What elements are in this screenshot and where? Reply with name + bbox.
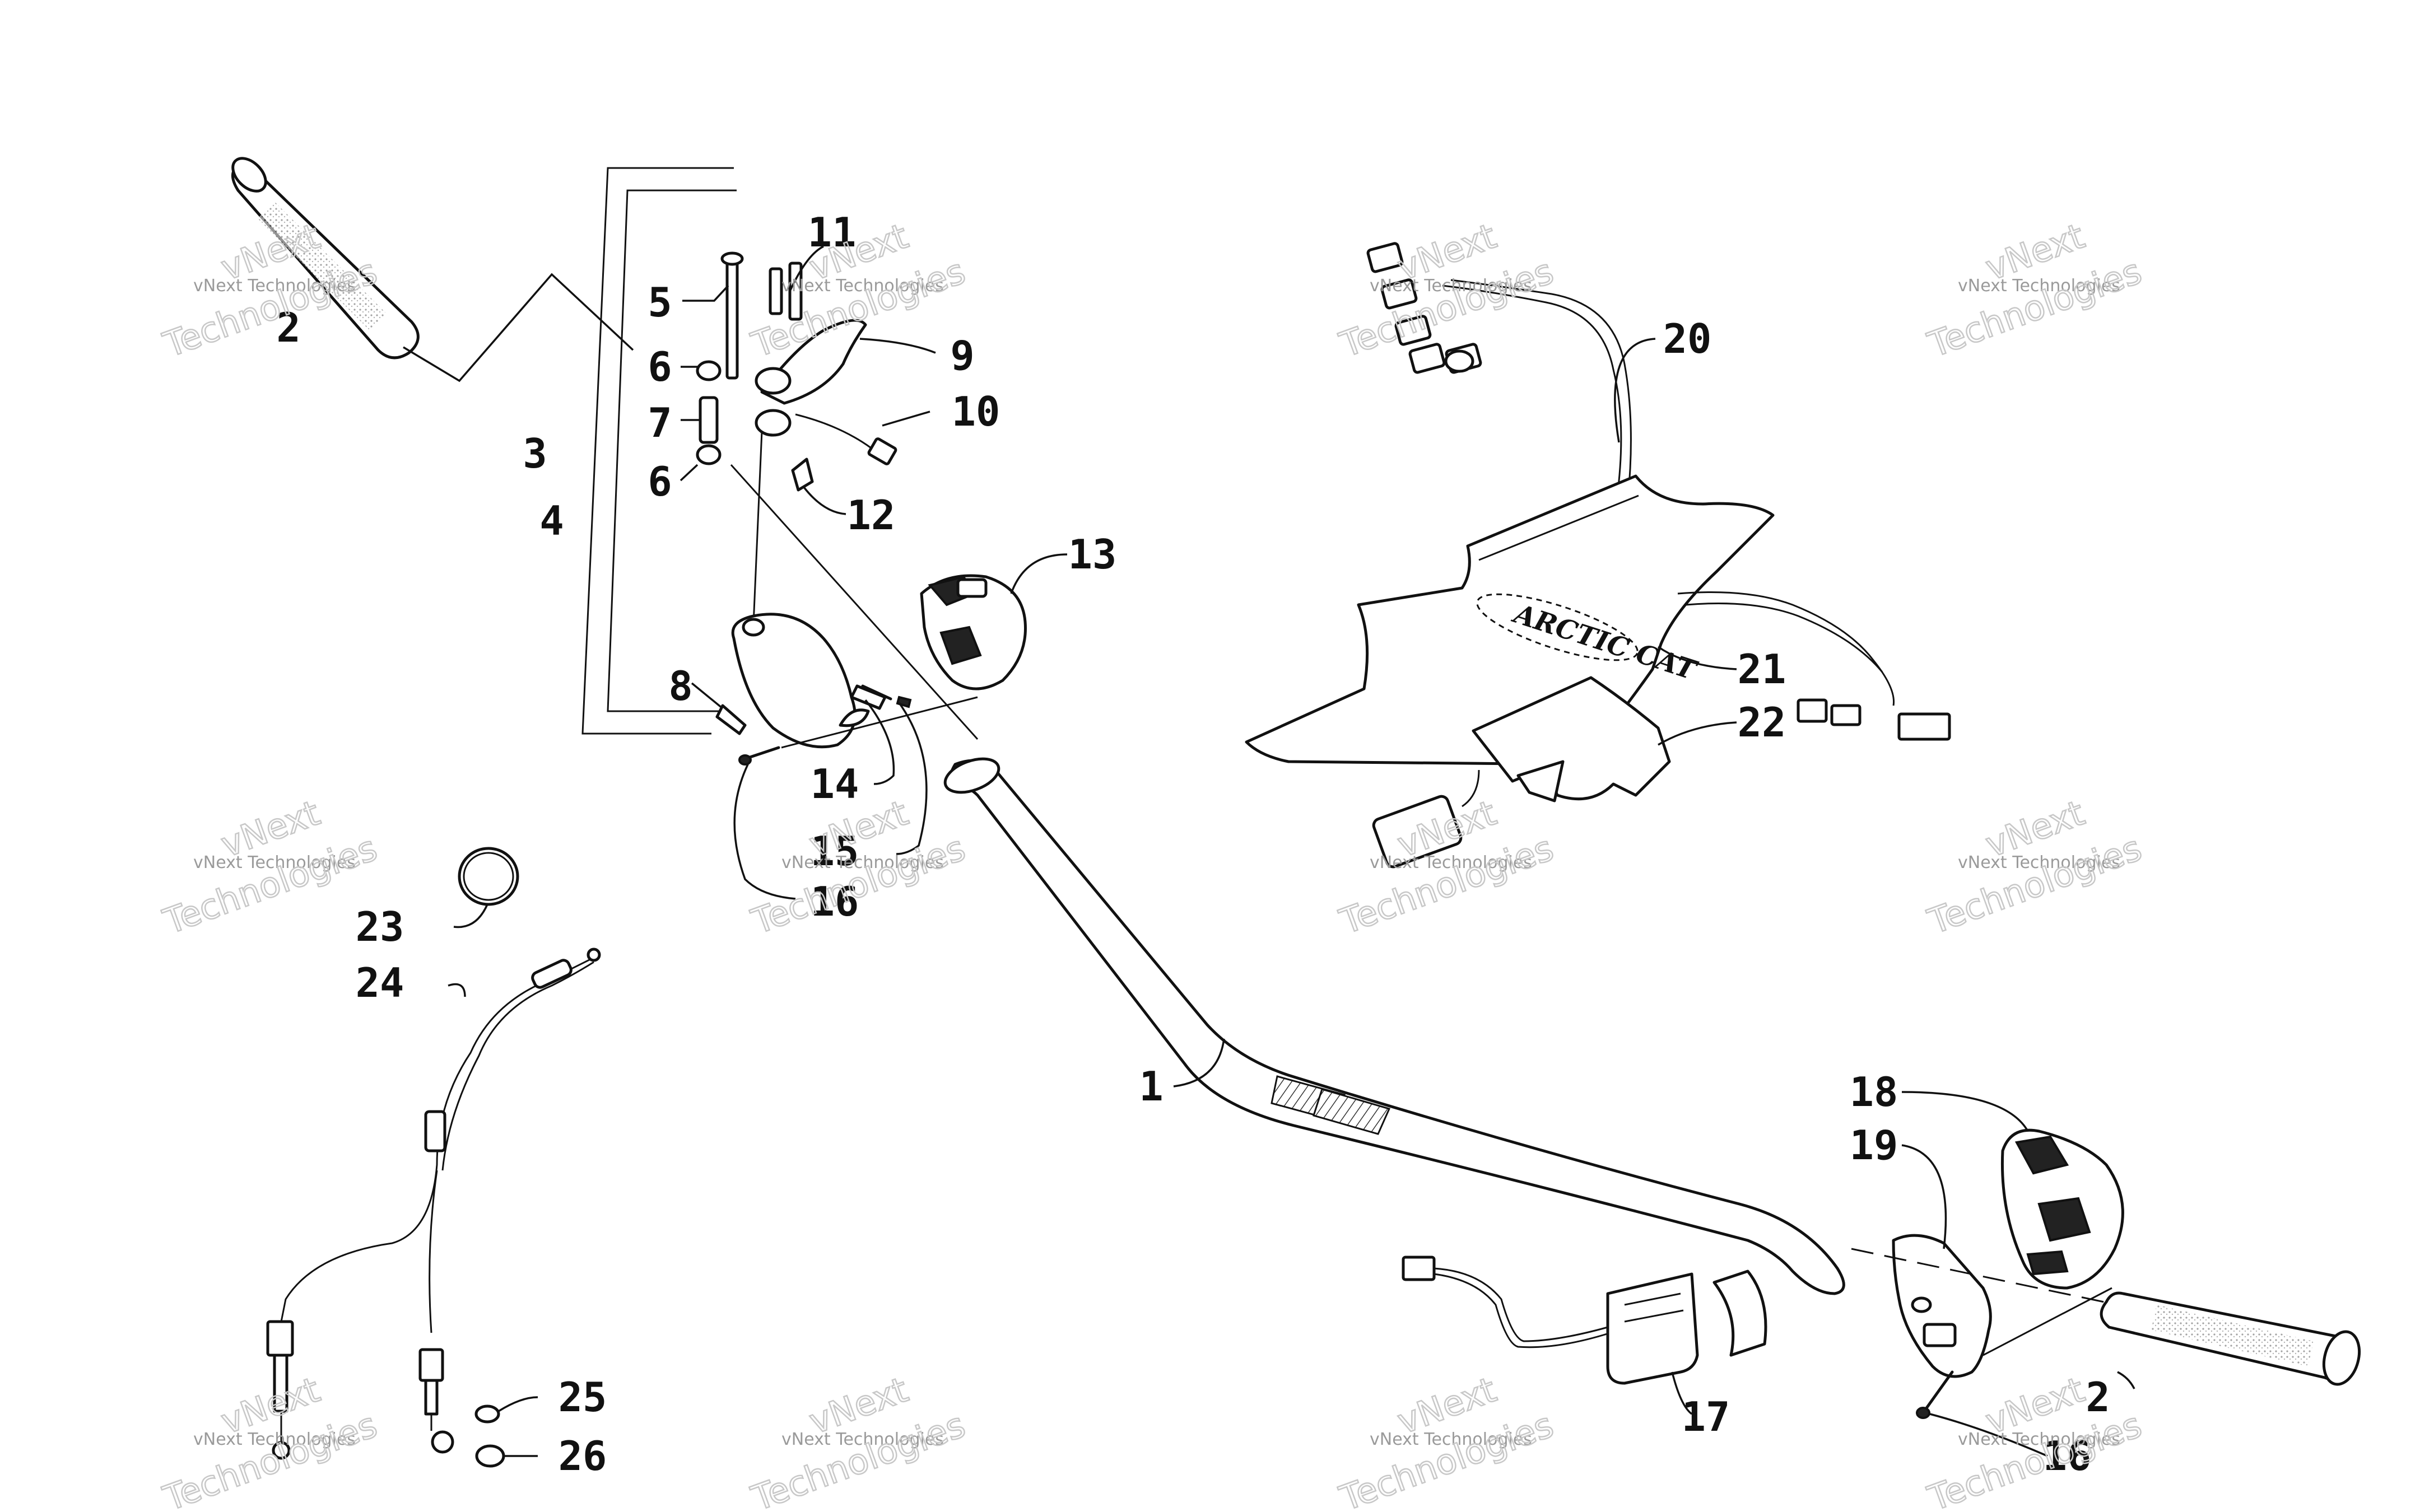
callout-13: 13 [1068,531,1117,578]
callout-14: 14 [811,760,859,808]
screw-16b [1916,1370,1954,1419]
leader-20 [1614,338,1656,443]
left-switch-module [920,574,1027,690]
callout-26: 26 [559,1432,607,1480]
svg-text:vNext Technologies: vNext Technologies [781,1430,944,1449]
wiring-harness-pad: ARCTIC CAT [1245,242,1951,869]
leader-5 [682,284,729,302]
watermark-1: vNext vNext Technologies Technologies [157,214,383,366]
svg-text:vNext Technologies: vNext Technologies [1370,1430,1532,1449]
watermark-10: vNext vNext Technologies Technologies [746,1368,971,1512]
callout-6a: 6 [648,343,672,390]
svg-text:vNext Technologies: vNext Technologies [193,1430,356,1449]
right-switch-assembly [1892,1128,2124,1378]
leader-19 [1901,1144,1947,1249]
watermark-5: vNext vNext Technologies Technologies [157,791,383,943]
sensor-cable [266,948,601,1468]
callout-21: 21 [1738,646,1786,693]
callout-24: 24 [356,959,404,1006]
callout-20: 20 [1663,315,1712,362]
leader-18 [1901,1091,2029,1132]
callout-3: 3 [523,430,547,477]
assembly-line-right [1851,1248,2118,1306]
watermark-11: vNext vNext Technologies Technologies [1334,1368,1560,1512]
callout-5: 5 [648,279,672,326]
watermark-4: vNext vNext Technologies Technologies [1922,214,2148,366]
callout-9: 9 [950,332,974,379]
watermark-8: vNext vNext Technologies Technologies [1922,791,2148,943]
watermark-9: vNext vNext Technologies Technologies [157,1368,383,1512]
callout-16a: 16 [811,878,859,925]
leader-15 [896,702,928,855]
callout-12: 12 [847,492,896,539]
callout-25: 25 [559,1374,607,1421]
screws-14-16 [738,684,912,766]
svg-text:vNext Technologies: vNext Technologies [1958,276,2120,296]
watermark-3: vNext vNext Technologies Technologies [1334,214,1560,366]
callout-15: 15 [811,828,859,875]
svg-text:vNext Technologies: vNext Technologies [781,853,944,872]
leader-8 [691,682,724,710]
left-switch-housing [715,613,887,749]
assembly-line-5 [752,431,763,625]
leader-16a [733,764,796,900]
throttle-sensor [1402,1256,1767,1385]
leader-16b [1929,1413,2048,1457]
svg-text:vNext Technologies: vNext Technologies [1370,853,1532,872]
leader-23 [453,904,488,928]
left-grip [231,157,420,360]
svg-text:vNext Technologies: vNext Technologies [1958,853,2120,872]
watermark-7: vNext vNext Technologies Technologies [1334,791,1560,943]
handlebar [943,757,1845,1295]
callout-8: 8 [668,662,692,710]
callout-1: 1 [1139,1063,1163,1110]
svg-text:vNext Technologies: vNext Technologies [1958,1430,2120,1449]
assembly-line-9 [730,464,979,740]
callout-4: 4 [539,497,564,544]
leader-21 [1657,646,1737,670]
ring-clamp [458,847,519,906]
svg-text:vNext Technologies: vNext Technologies [781,276,944,296]
callout-7: 7 [648,399,672,446]
callout-10: 10 [952,388,1000,435]
watermarks: vNext vNext Technologies Technologies vN… [157,214,2148,1512]
callout-22: 22 [1738,699,1786,746]
callout-23: 23 [356,903,404,950]
leader-11 [789,245,824,292]
leader-2b [2117,1371,2135,1389]
leader-9 [859,338,936,354]
callout-17: 17 [1682,1393,1730,1440]
leader-14 [864,699,895,785]
leader-24 [448,983,466,997]
callout-18: 18 [1850,1068,1898,1116]
bracket-3-4 [581,167,737,735]
right-grip [2100,1291,2361,1386]
svg-text:vNext Technologies: vNext Technologies [193,276,356,296]
leader-2a [403,273,634,382]
leader-17 [1671,1371,1693,1415]
leader-22 [1658,721,1737,746]
assembly-line-right-2 [1982,1287,2112,1356]
callout-2a: 2 [276,304,300,351]
leader-12 [803,486,846,515]
leader-13 [1010,553,1068,594]
callout-16b: 16 [2043,1432,2092,1480]
leader-6b [680,464,699,482]
svg-text:vNext Technologies: vNext Technologies [193,853,356,872]
leader-25 [498,1396,538,1412]
callout-6b: 6 [648,458,672,505]
callout-2b: 2 [2086,1374,2110,1421]
leader-1 [1173,1038,1225,1088]
callout-11: 11 [808,209,857,256]
callout-19: 19 [1850,1122,1898,1169]
leader-10 [882,410,930,427]
svg-text:vNext Technologies: vNext Technologies [1370,276,1532,296]
watermark-12: vNext vNext Technologies Technologies [1922,1368,2148,1512]
callout-labels: 1 2 2 3 4 5 6 6 7 8 9 10 11 12 13 14 15 … [276,209,2110,1480]
